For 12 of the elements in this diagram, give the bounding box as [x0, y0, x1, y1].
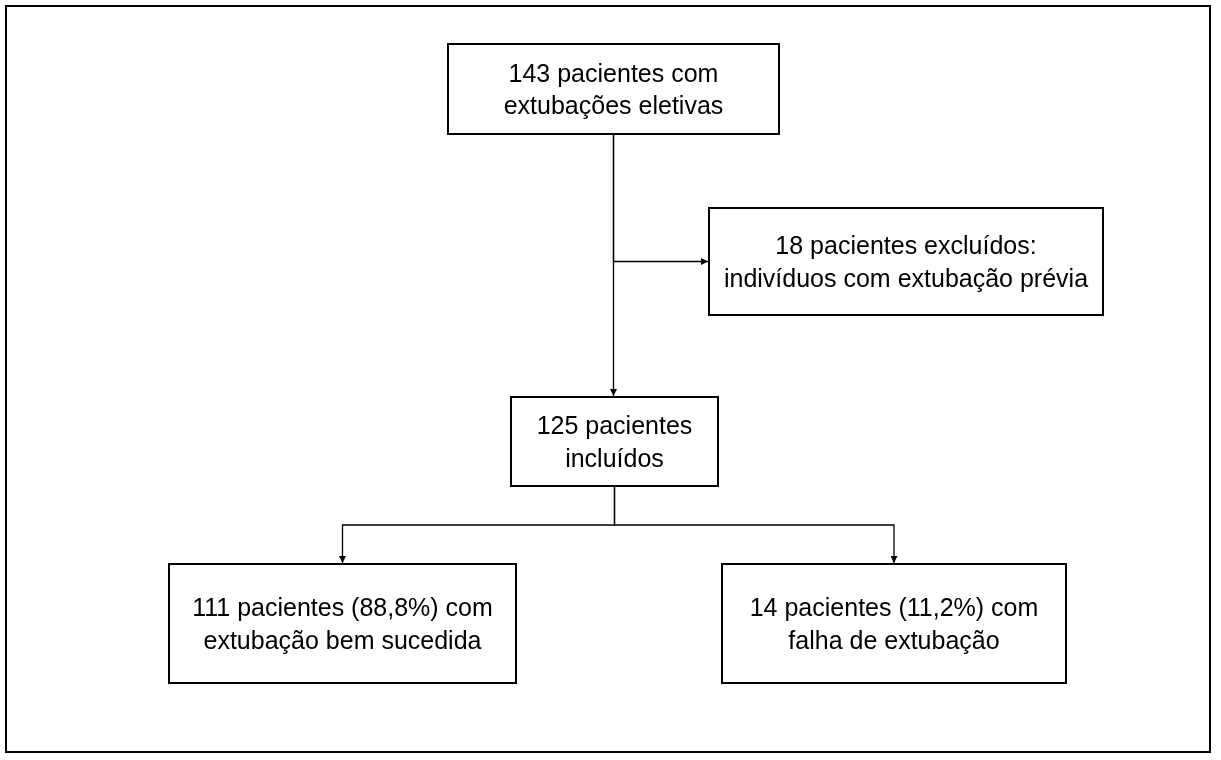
- box-text: 111 pacientes (88,8%) com extubação bem sucedida: [191, 592, 494, 656]
- process-box: [447, 43, 780, 135]
- box-text: 14 pacientes (11,2%) com falha de extubação: [748, 592, 1040, 656]
- box-text: 143 pacientes com extubações eletivas: [502, 57, 725, 121]
- process-box: [510, 396, 719, 487]
- process-box: [721, 563, 1067, 684]
- box-text: 18 pacientes excluídos: indivíduos com extubação prévia: [722, 230, 1090, 294]
- box-text: 125 pacientes incluídos: [535, 410, 694, 474]
- arrow: [612, 134, 709, 265]
- arrow: [613, 486, 898, 564]
- process-box: [708, 207, 1104, 316]
- process-box: [168, 563, 517, 684]
